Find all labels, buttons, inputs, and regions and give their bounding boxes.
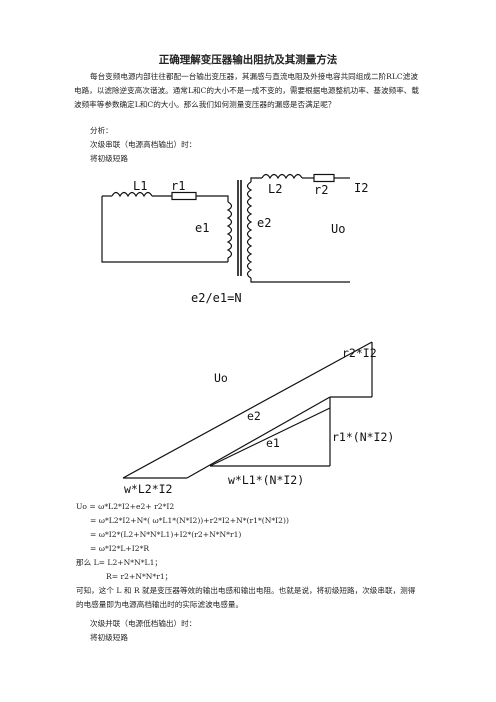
intro-paragraph: 每台变频电源内部往往都配一台输出变压器，其漏感与直流电阻及外接电容共同组成二阶R… [74, 70, 424, 111]
label-r2i2: r2*I2 [342, 346, 377, 360]
label-wl2i2: w*L2*I2 [124, 482, 172, 496]
label-uo-phasor: Uo [214, 371, 228, 385]
primary-wire [101, 196, 228, 263]
r2-resistor [313, 173, 335, 183]
label-e1: e1 [195, 221, 209, 235]
intro-text: 每台变频电源内部往往都配一台输出变压器，其漏感与直流电阻及外接电容共同组成二阶R… [74, 72, 419, 109]
then-line: 那么 L= L2+N*N*L1； [76, 558, 163, 567]
circuit-diagram [101, 173, 350, 283]
label-r1: r1 [171, 179, 185, 193]
label-l2: L2 [268, 182, 282, 196]
primary-coil [226, 201, 233, 262]
page-title: 正确理解变压器输出阻抗及其测量方法 [158, 54, 338, 66]
r-line: R= r2+N*N*r1； [106, 572, 173, 581]
e1-vector [209, 407, 331, 467]
formula-line-3: = ω*I2*(L2+N*N*L1)+I2*(r2+N*N*r1) [90, 530, 242, 539]
label-r1ni2: r1*(N*I2) [332, 430, 394, 444]
case2-label: 次级并联（电源低档输出）时： [90, 619, 197, 628]
label-l1: L1 [133, 179, 147, 193]
secondary-coil [246, 181, 253, 279]
short2-label: 将初级短路 [90, 633, 128, 642]
formula-line-1: Uo = ω*L2*I2+e2+ r2*I2 [76, 502, 175, 511]
ratio-label: e2/e1=N [191, 291, 242, 305]
analysis-label: 分析： [90, 126, 113, 135]
case1-label: 次级串联（电源高档输出）时： [90, 140, 197, 149]
formula-line-2: = ω*L2*I2+N*( ω*L1*(N*I2))+r2*I2+N*(r1*(… [90, 516, 289, 525]
e2-vector [186, 396, 331, 479]
r1-resistor [171, 191, 197, 201]
formula-line-4: = ω*I2*L+I2*R [90, 544, 150, 553]
uo-hypotenuse [122, 341, 373, 479]
label-e1-phasor: e1 [266, 436, 280, 450]
label-uo: Uo [331, 222, 345, 236]
label-wl1ni2: w*L1*(N*I2) [228, 473, 304, 487]
l2-inductor [261, 173, 303, 180]
l1-inductor [111, 191, 153, 198]
label-i2: I2 [354, 181, 368, 195]
short1-label: 将初级短路 [90, 154, 128, 163]
label-e2-phasor: e2 [247, 409, 261, 423]
label-r2: r2 [314, 183, 328, 197]
conclusion-paragraph: 可知，这个 L 和 R 就是变压器等效的输出电感和输出电阻。也就是说，将初级短路… [76, 586, 416, 609]
label-e2: e2 [257, 216, 271, 230]
phasor-labels: r2*I2 Uo e2 e1 r1*(N*I2) w*L2*I2 w*L1*(N… [124, 346, 394, 496]
circuit-labels: L1 r1 L2 r2 I2 e1 e2 Uo e2/e1=N [133, 179, 368, 305]
phasor-diagram [122, 341, 373, 479]
